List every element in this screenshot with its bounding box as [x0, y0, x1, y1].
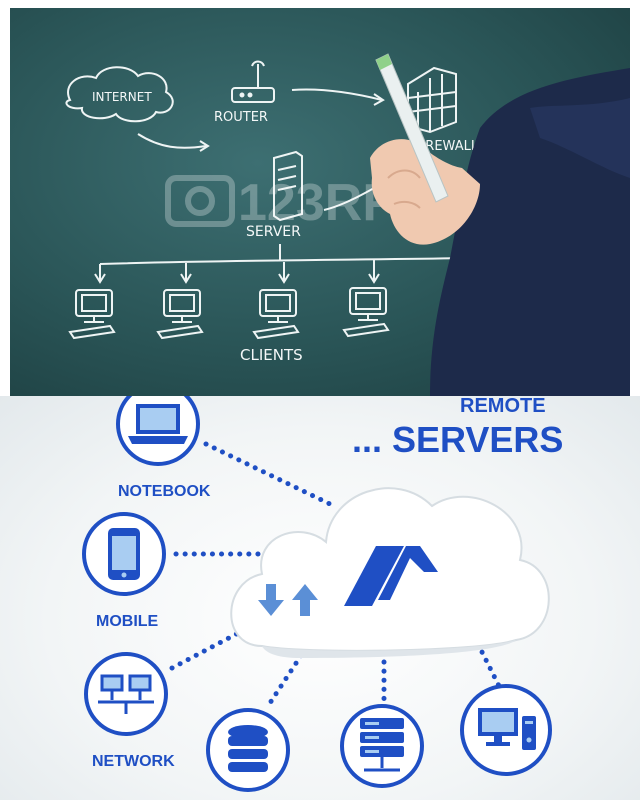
- database-node: [206, 708, 290, 792]
- notebook-node: NOTEBOOK: [116, 396, 211, 500]
- client-computer-icon: [342, 287, 390, 338]
- router-label: ROUTER: [214, 110, 268, 125]
- server-rack-node: [340, 704, 424, 788]
- cloud-servers-infographic: REMOTE ... SERVERS: [0, 396, 640, 800]
- server-label: SERVER: [246, 224, 301, 240]
- client-computer-icon: [68, 289, 116, 340]
- client-distribution-lines: [94, 244, 478, 284]
- client-computer-icon: [252, 289, 300, 340]
- sync-arrows-icon: [258, 584, 318, 616]
- desktop-computer-icon: [478, 708, 536, 750]
- database-icon: [228, 725, 268, 772]
- internet-cloud-sketch: [65, 66, 174, 123]
- smartphone-icon: [108, 528, 140, 580]
- mobile-label: MOBILE: [96, 613, 159, 630]
- central-cloud: [230, 487, 550, 658]
- watermark-text: 123RF: [238, 174, 394, 232]
- notebook-label: NOTEBOOK: [118, 483, 211, 500]
- network-icon: [98, 674, 154, 714]
- network-chalkboard-photo: INTERNET ROUTER FIREWALL: [10, 8, 630, 396]
- chalkboard-diagram: INTERNET ROUTER FIREWALL: [65, 53, 630, 396]
- clients-label: CLIENTS: [240, 346, 303, 364]
- arrow-internet-router: [137, 133, 207, 149]
- laptop-icon: [128, 404, 188, 444]
- server-rack-icon: [360, 718, 404, 772]
- network-label: NETWORK: [92, 753, 175, 770]
- network-circle: [84, 652, 168, 736]
- desktop-node: [460, 684, 552, 776]
- presenter-figure: [370, 53, 630, 396]
- mobile-node: MOBILE: [82, 512, 166, 630]
- internet-label: INTERNET: [92, 90, 152, 104]
- servers-heading: ... SERVERS: [352, 419, 563, 460]
- client-computer-icon: [156, 289, 204, 340]
- heading-partial: REMOTE: [460, 396, 546, 417]
- firewall-label: FIREWALL: [414, 139, 479, 154]
- brand-logo-mark: [344, 546, 438, 606]
- server-tower-icon: [273, 150, 303, 222]
- arrowhead: [199, 140, 210, 152]
- cloud-diagram: REMOTE ... SERVERS: [82, 396, 563, 792]
- firewall-icon: [407, 66, 457, 134]
- router-icon: [231, 60, 275, 103]
- arrowhead: [373, 93, 385, 106]
- network-node: NETWORK: [84, 652, 175, 770]
- stock-watermark: 123RF: [165, 174, 394, 232]
- arrow-router-firewall: [291, 88, 383, 101]
